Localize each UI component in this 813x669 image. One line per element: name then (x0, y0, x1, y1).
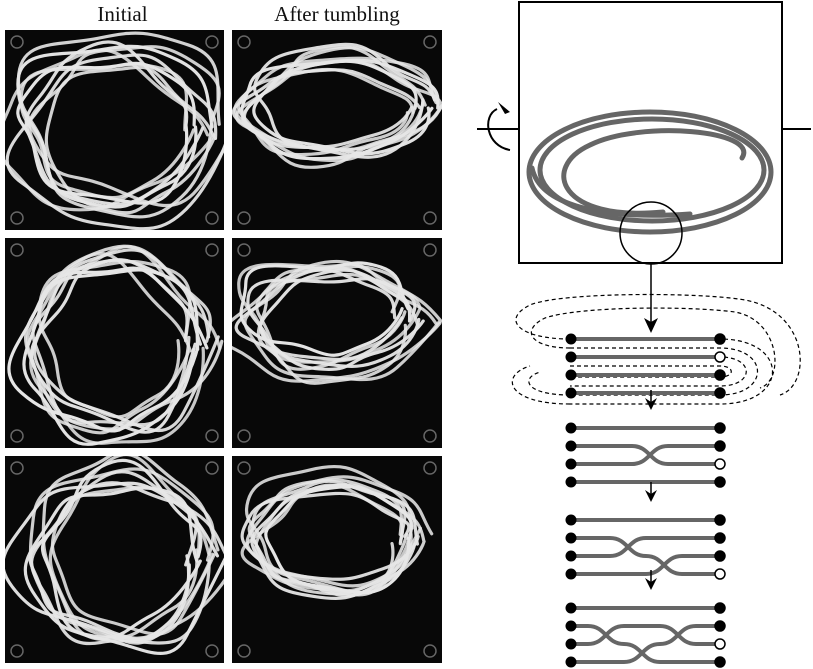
coiled-string (526, 109, 774, 235)
photo-initial-3 (5, 456, 224, 663)
strand-end-fixed (565, 550, 577, 562)
braid-steps (565, 333, 726, 668)
down-arrow-icon (645, 490, 657, 502)
strand-end-free (714, 638, 726, 650)
braid-strand (571, 554, 720, 576)
strand-end-free (714, 458, 726, 470)
braid-strand (571, 536, 720, 558)
braid-strand (571, 536, 720, 576)
strand-end-fixed (714, 422, 726, 434)
braid-strand (571, 624, 720, 646)
step-arrows (645, 390, 657, 590)
zoom-arrow-icon (644, 318, 658, 333)
strand-end-fixed (714, 532, 726, 544)
strand-end-fixed (565, 351, 577, 363)
strand-end-fixed (714, 369, 726, 381)
strand-end-fixed (565, 369, 577, 381)
strand-end-fixed (714, 476, 726, 488)
strand-end-fixed (714, 656, 726, 668)
braid-step-1 (565, 333, 726, 399)
strand-end-fixed (565, 458, 577, 470)
strand-end-fixed (565, 440, 577, 452)
strand-end-fixed (714, 620, 726, 632)
braid-step-4 (565, 602, 726, 668)
strand-end-fixed (714, 550, 726, 562)
tumbling-box (518, 1, 783, 264)
photo-after-3 (232, 456, 442, 663)
strand-end-free (714, 568, 726, 580)
strand-end-fixed (565, 656, 577, 668)
down-arrow-icon (645, 578, 657, 590)
strand-end-fixed (565, 568, 577, 580)
braid-step-3 (565, 514, 726, 580)
braid-step-2 (565, 422, 726, 488)
strand-end-fixed (714, 514, 726, 526)
strand-end-fixed (565, 476, 577, 488)
photo-after-1 (232, 30, 442, 230)
strand-end-fixed (565, 387, 577, 399)
strand-end-fixed (565, 333, 577, 345)
strand-end-fixed (714, 440, 726, 452)
photo-initial-1 (5, 30, 224, 230)
strand-end-fixed (565, 514, 577, 526)
strand-end-fixed (565, 422, 577, 434)
column-title-initial: Initial (97, 2, 148, 26)
braid-strand (571, 444, 720, 466)
braid-strand (571, 624, 720, 664)
strand-end-fixed (714, 333, 726, 345)
braid-strand (571, 624, 720, 664)
strand-end-fixed (714, 387, 726, 399)
strand-end-fixed (714, 602, 726, 614)
photo-after-2 (232, 238, 442, 448)
strand-end-fixed (565, 620, 577, 632)
down-arrow-icon (645, 398, 657, 410)
strand-end-fixed (565, 638, 577, 650)
rotation-arrow-icon (487, 102, 511, 151)
photo-initial-2 (5, 238, 224, 448)
strand-end-free (714, 351, 726, 363)
strand-end-fixed (565, 602, 577, 614)
strand-end-fixed (565, 532, 577, 544)
dashed-loops (511, 293, 801, 405)
column-title-after-tumbling: After tumbling (274, 2, 400, 26)
